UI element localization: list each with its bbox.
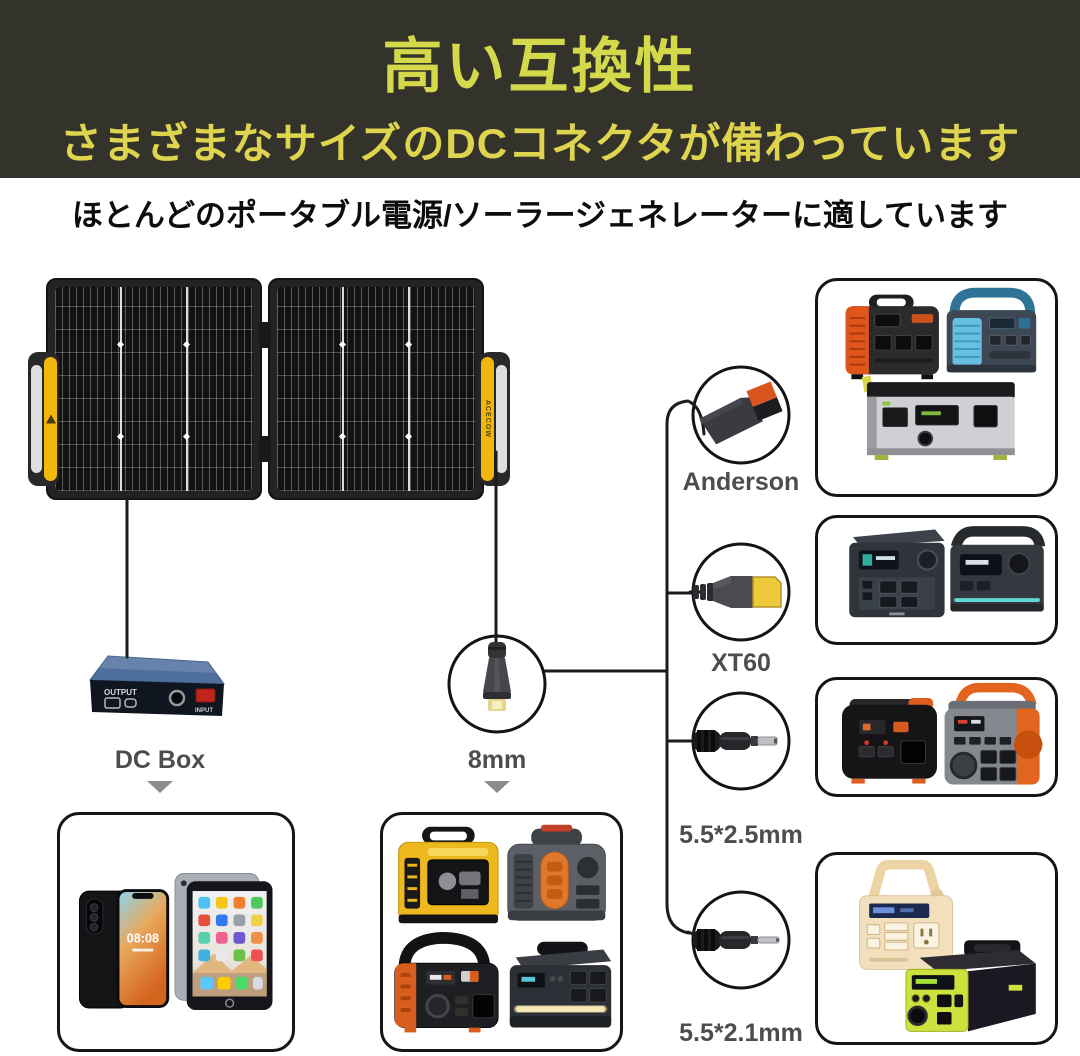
circle-xt60	[691, 542, 791, 642]
phone-illustration: 08:08	[79, 889, 170, 1009]
plug-xt60-icon	[693, 576, 782, 608]
8mm-devices-illustration	[394, 824, 612, 1033]
xt60-label: XT60	[711, 649, 771, 677]
compat-box-dc: 08:08	[57, 812, 295, 1052]
power-station-gray-orange-2-illustration	[507, 824, 606, 921]
21mm-devices-illustration	[858, 859, 1036, 1032]
solar-panel-right	[268, 278, 484, 500]
compat-box-anderson	[815, 278, 1058, 497]
25mm-devices-illustration	[841, 682, 1043, 785]
circle-21mm	[691, 890, 791, 990]
circle-8mm	[447, 634, 547, 734]
power-station-orange-black-illustration	[845, 294, 939, 380]
anderson-devices-illustration	[845, 287, 1037, 460]
compat-box-21mm	[815, 852, 1058, 1045]
plug-anderson-icon	[699, 381, 783, 445]
power-station-blue-illustration	[946, 287, 1037, 373]
21mm-label: 5.5*2.1mm	[679, 1019, 803, 1047]
page-subtitle: さまざまなサイズのDCコネクタが備わっています	[59, 120, 1021, 167]
tablet-illustration	[174, 873, 273, 1010]
generator-yellow-illustration	[398, 826, 499, 924]
power-station-black-orange-illustration	[841, 698, 937, 784]
xt60-devices-illustration	[849, 526, 1046, 618]
svg-text:08:08: 08:08	[127, 932, 159, 946]
25mm-label: 5.5*2.5mm	[679, 821, 803, 849]
power-station-led-illustration	[509, 941, 612, 1028]
down-arrow-icon	[484, 781, 510, 793]
compat-box-25mm	[815, 677, 1058, 797]
header-band: 高い互換性 さまざまなサイズのDCコネクタが備わっています	[0, 0, 1080, 178]
compat-box-8mm	[380, 812, 623, 1052]
circle-25mm	[691, 691, 791, 791]
power-station-black-green-illustration	[905, 940, 1036, 1032]
circle-anderson	[691, 365, 791, 465]
power-station-beige-illustration	[858, 859, 953, 970]
svg-text:INPUT: INPUT	[195, 708, 213, 714]
plug-8mm-icon	[483, 642, 511, 711]
dc-box-label: DC Box	[114, 746, 206, 774]
panel-handle-right: ACECOW	[479, 352, 510, 486]
page-title: 高い互換性	[382, 33, 698, 100]
panel-handle-left	[28, 352, 59, 486]
power-station-silver-illustration	[861, 375, 1015, 460]
warning-label	[44, 357, 57, 481]
down-arrow-icon	[147, 781, 173, 793]
brand-label: ACECOW	[481, 357, 494, 481]
brand-text: ACECOW	[484, 400, 491, 438]
power-station-river-illustration	[950, 526, 1046, 612]
plug-21mm-icon	[693, 929, 780, 951]
8mm-label: 8mm	[467, 746, 527, 774]
solar-panel-left	[46, 278, 262, 500]
power-station-black-orange-2-illustration	[394, 931, 499, 1033]
mobile-devices-illustration: 08:08	[79, 873, 273, 1010]
dc-box-illustration: OUTPUT INPUT	[89, 655, 226, 716]
panel-hinge	[259, 436, 271, 462]
solar-panel-illustration: ACECOW	[28, 278, 510, 500]
svg-text:OUTPUT: OUTPUT	[104, 688, 137, 697]
panel-hinge	[259, 322, 271, 348]
warning-triangle-icon	[45, 414, 56, 424]
compat-box-xt60	[815, 515, 1058, 645]
plug-25mm-icon	[693, 730, 778, 752]
power-station-dark-cube-illustration	[849, 529, 945, 618]
anderson-label: Anderson	[682, 468, 800, 496]
power-station-gray-orange-illustration	[944, 682, 1043, 785]
tagline: ほとんどのポータブル電源/ソーラージェネレーターに適しています	[71, 198, 1009, 233]
